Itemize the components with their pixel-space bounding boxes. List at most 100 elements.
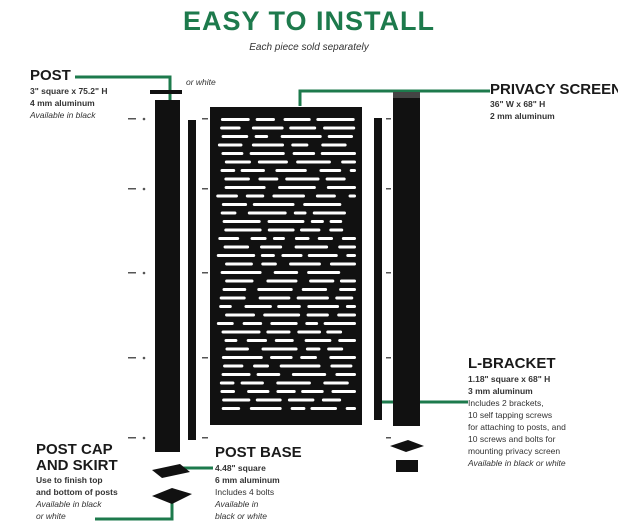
panel-slot [246, 339, 268, 342]
panel-slot [323, 126, 356, 130]
l-bracket-desc-3: for attaching to posts, and [468, 422, 566, 432]
panel-slot [223, 364, 244, 368]
panel-slot [254, 135, 269, 138]
panel-slot [303, 203, 342, 206]
screw-mark [128, 437, 136, 439]
panel-slot [327, 347, 344, 351]
left-post [150, 90, 182, 452]
post-base [390, 440, 424, 472]
screw-mark [202, 188, 208, 190]
post-cap-availability-2: or white [36, 511, 66, 521]
panel-slot [304, 339, 332, 342]
panel-slot [255, 398, 282, 402]
privacy-screen-label: PRIVACY SCREEN [490, 81, 618, 98]
screw-mark [202, 118, 208, 120]
panel-slot [256, 373, 281, 376]
panel-slot [220, 118, 250, 121]
panel-slot [225, 262, 253, 266]
panel-slot [329, 356, 356, 359]
l-bracket-desc-5: mounting privacy screen [468, 446, 561, 456]
panel-slot [250, 237, 267, 240]
panel-slot [216, 254, 256, 257]
panel-slot [225, 279, 254, 283]
panel-slot [307, 305, 340, 308]
panel-slot [220, 126, 241, 130]
post-availability: Available in black [30, 110, 96, 120]
panel-slot [341, 160, 356, 164]
screw-mark [128, 272, 136, 274]
panel-slot [319, 169, 342, 172]
panel-slot [261, 347, 298, 351]
post-base-availability-2: black or white [215, 511, 267, 521]
screw-mark [128, 118, 136, 120]
panel-slot [312, 211, 346, 215]
panel-slot [222, 220, 261, 223]
post-base-spec: 4.48" square [215, 463, 266, 473]
panel-slot [260, 245, 283, 249]
panel-slot [224, 339, 238, 342]
screw-mark [386, 188, 391, 190]
panel-slot [258, 177, 279, 181]
panel-slot [221, 407, 241, 410]
panel-slot [225, 313, 256, 317]
panel-slot [267, 220, 305, 223]
panel-slot [242, 322, 263, 325]
panel-slot [310, 407, 338, 410]
panel-slot [266, 330, 291, 334]
post-cap-label-1: POST CAP [36, 441, 113, 458]
panel-slot [289, 262, 321, 266]
screw-dot [142, 356, 146, 360]
panel-slot [253, 364, 270, 368]
post-base-material: 6 mm aluminum [215, 475, 280, 485]
panel-slot [335, 296, 354, 300]
panel-slot [244, 305, 272, 308]
panel-slot [339, 279, 356, 283]
screw-dot [142, 271, 146, 275]
panel-slot [283, 118, 311, 121]
post-cap-desc-2: and bottom of posts [36, 487, 118, 497]
panel-slot [270, 322, 298, 325]
screw-mark [386, 118, 391, 120]
panel-slot [249, 407, 282, 410]
panel-slot [275, 169, 307, 172]
panel-slot [272, 194, 305, 198]
panel-slot [257, 160, 288, 164]
panel-slot [224, 177, 250, 181]
panel-slot [221, 135, 249, 138]
post-cap-availability-1: Available in black [36, 499, 102, 509]
panel-slot [296, 160, 331, 164]
panel-slot [321, 398, 342, 402]
panel-slot [349, 169, 356, 172]
panel-slot [258, 296, 291, 300]
panel-slot [287, 398, 315, 402]
panel-slot [261, 262, 277, 266]
panel-slot [315, 194, 336, 198]
l-bracket-desc-2: 10 self tapping screws [468, 410, 553, 420]
panel-slot [274, 339, 294, 342]
panel-slot [326, 186, 356, 189]
panel-slot [276, 390, 296, 393]
screw-mark [386, 357, 391, 359]
panel-slot [272, 237, 285, 240]
panel-slot [222, 288, 247, 291]
panel-slot [222, 398, 251, 402]
panel-slot [331, 390, 356, 393]
panel-slot [310, 220, 324, 223]
panel-slot [220, 390, 235, 393]
panel-slot [255, 118, 275, 121]
screw-mark [202, 272, 208, 274]
privacy-screen-panel [210, 107, 362, 425]
panel-slot [220, 271, 262, 274]
panel-slot [301, 390, 324, 393]
title: EASY TO INSTALL [182, 6, 436, 36]
panel-slot [276, 381, 311, 385]
panel-slot [316, 118, 355, 121]
l-bracket-availability: Available in black or white [468, 458, 566, 468]
screw-mark [386, 437, 391, 439]
panel-slot [339, 288, 356, 291]
panel-slot [251, 143, 285, 147]
panel-slot [323, 381, 349, 385]
panel-slot [279, 364, 321, 368]
panel-slot [270, 356, 293, 359]
